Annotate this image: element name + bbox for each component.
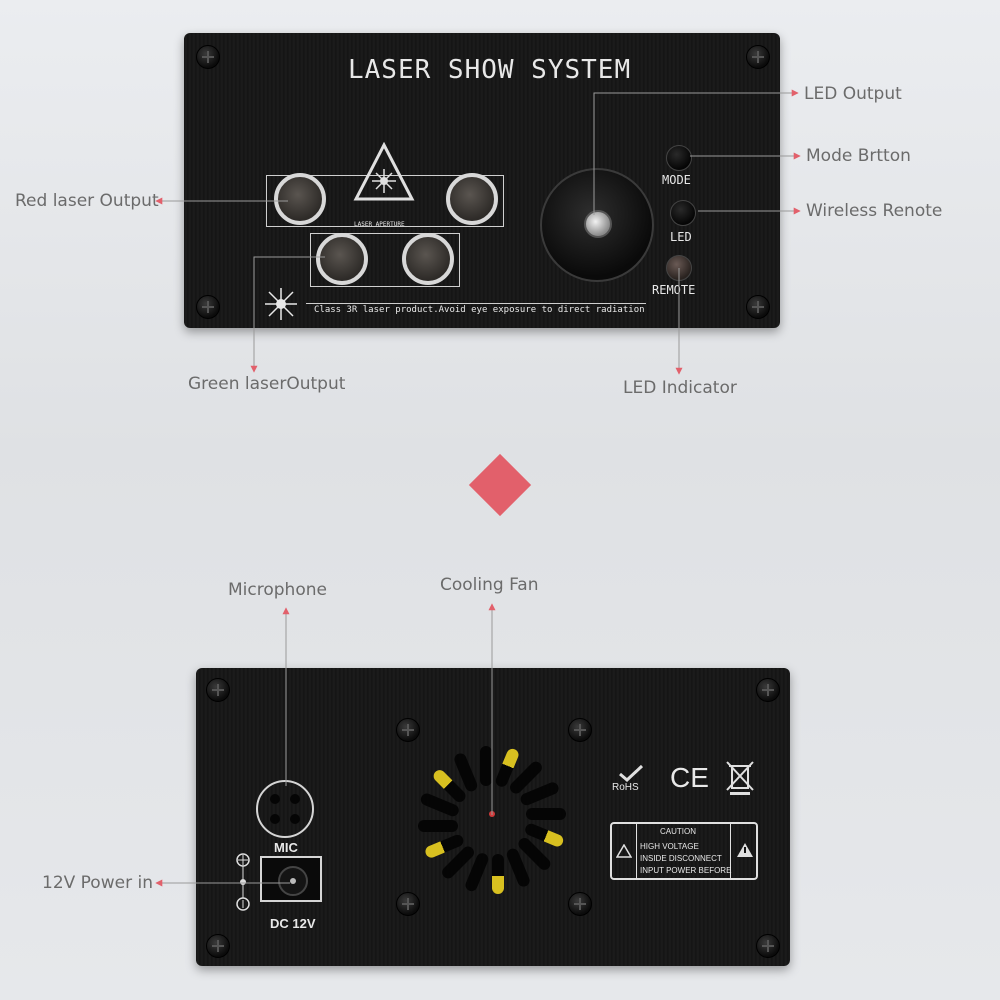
screw xyxy=(196,295,220,319)
green-laser-lens-left xyxy=(316,233,368,285)
caution-line: INSIDE DISCONNECT xyxy=(640,854,722,863)
fan-slot xyxy=(526,808,566,820)
caution-title: CAUTION xyxy=(660,827,696,836)
led-label: LED xyxy=(670,230,692,244)
screw xyxy=(746,295,770,319)
front-panel: LASER SHOW SYSTEM LASER APERTURE Class 3… xyxy=(184,33,780,328)
caution-line: INPUT POWER BEFORE xyxy=(640,866,732,875)
callout-cooling-fan: Cooling Fan xyxy=(440,575,539,595)
screw xyxy=(756,678,780,702)
polarity-icon xyxy=(236,853,250,911)
callout-led-output: LED Output xyxy=(804,84,902,104)
aperture-label: LASER APERTURE xyxy=(354,221,405,228)
callout-red-laser-output: Red laser Output xyxy=(15,191,159,211)
callout-led-indicator: LED Indicator xyxy=(623,378,737,398)
laser-starburst-icon xyxy=(265,288,297,320)
callout-microphone: Microphone xyxy=(228,580,327,600)
screw xyxy=(746,45,770,69)
screw xyxy=(396,718,420,742)
hazard-icon xyxy=(616,844,632,858)
callout-power-in: 12V Power in xyxy=(42,873,153,893)
dc-power-jack[interactable] xyxy=(260,856,322,902)
laser-warning-icon xyxy=(353,141,415,201)
mic-label: MIC xyxy=(274,840,298,855)
fan-slot xyxy=(418,820,458,832)
rear-panel: MIC DC 12V RoHS CE xyxy=(196,668,790,966)
hazard-icon xyxy=(737,843,753,857)
remote-label: REMOTE xyxy=(652,283,696,297)
screw xyxy=(568,892,592,916)
screw xyxy=(206,934,230,958)
mode-button[interactable] xyxy=(666,145,692,171)
fan-slot xyxy=(492,854,504,894)
rohs-label: RoHS xyxy=(612,782,639,793)
red-laser-lens-left xyxy=(274,173,326,225)
panel-title: LASER SHOW SYSTEM xyxy=(348,55,632,85)
screw xyxy=(196,45,220,69)
section-divider-diamond xyxy=(468,453,532,517)
mode-label: MODE xyxy=(662,173,691,187)
dc-label: DC 12V xyxy=(270,916,316,931)
led-output-lens xyxy=(584,210,612,238)
led-indicator xyxy=(666,255,692,281)
fan-slot xyxy=(480,746,492,786)
microphone-port xyxy=(256,780,314,838)
callout-wireless-remote: Wireless Renote xyxy=(806,201,943,221)
red-laser-lens-right xyxy=(446,173,498,225)
screw xyxy=(206,678,230,702)
led-output-bezel xyxy=(540,168,654,282)
screw xyxy=(568,718,592,742)
warning-text: Class 3R laser product.Avoid eye exposur… xyxy=(314,305,645,315)
caution-line: HIGH VOLTAGE xyxy=(640,842,699,851)
weee-bin-icon xyxy=(726,761,754,795)
rohs-check-icon xyxy=(619,764,644,782)
callout-green-laser-output: Green laserOutput xyxy=(188,374,346,394)
caution-label-box: CAUTION HIGH VOLTAGE INSIDE DISCONNECT I… xyxy=(610,822,758,880)
screw xyxy=(396,892,420,916)
green-laser-lens-right xyxy=(402,233,454,285)
wireless-remote-sensor xyxy=(670,200,696,226)
warning-divider xyxy=(306,303,646,304)
callout-mode-button: Mode Brtton xyxy=(806,146,911,166)
screw xyxy=(756,934,780,958)
ce-mark-icon: CE xyxy=(670,762,709,793)
fan-center xyxy=(489,811,495,817)
